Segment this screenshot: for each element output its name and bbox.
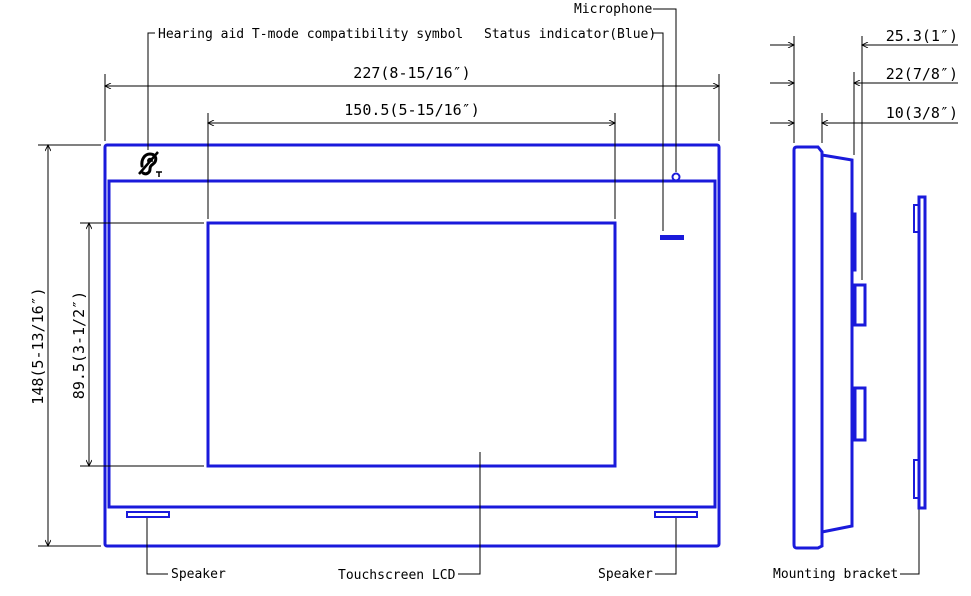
callout-mounting-bracket: Mounting bracket — [773, 567, 898, 582]
screen-height-label: 89.5(3-1/2″) — [70, 291, 88, 399]
callout-touchscreen: Touchscreen LCD — [338, 568, 456, 583]
front-dimensions — [38, 74, 719, 546]
overall-width-label: 227(8-15/16″) — [353, 64, 470, 82]
speaker-right — [654, 511, 698, 518]
side-view — [792, 145, 867, 550]
callout-status-indicator: Status indicator(Blue) — [484, 27, 656, 42]
mounting-bracket — [913, 195, 927, 510]
callout-microphone: Microphone — [574, 2, 652, 17]
callout-leaders — [146, 8, 920, 575]
status-indicator — [660, 235, 684, 240]
touchscreen-lcd — [206, 221, 617, 468]
depth-total-label: 25.3(1″) — [886, 27, 958, 45]
callout-speaker-right: Speaker — [598, 567, 653, 582]
depth-mid-label: 22(7/8″) — [886, 65, 958, 83]
overall-height-label: 148(5-13/16″) — [29, 287, 47, 404]
front-view — [103, 143, 721, 548]
speaker-left — [126, 511, 170, 518]
front-panel — [107, 179, 717, 509]
device-housing — [103, 143, 721, 548]
screen-width-label: 150.5(5-15/16″) — [344, 101, 479, 119]
microphone-hole — [671, 172, 681, 182]
callout-hearing-aid: Hearing aid T-mode compatibility symbol — [158, 27, 463, 42]
callout-speaker-left: Speaker — [171, 567, 226, 582]
hearing-aid-t-icon — [138, 151, 162, 177]
side-dimensions — [770, 36, 958, 280]
depth-thin-label: 10(3/8″) — [886, 104, 958, 122]
